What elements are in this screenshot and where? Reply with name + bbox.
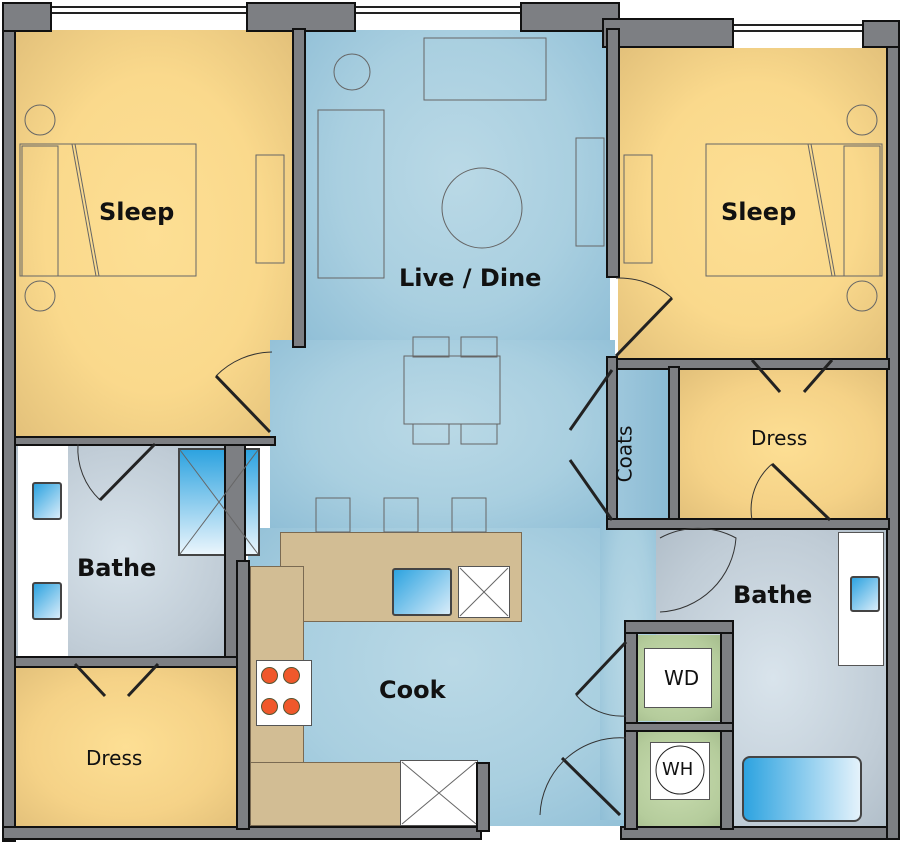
wall-top-right (602, 18, 734, 48)
wall-laundry-mid (624, 722, 734, 732)
door-sleep-right[interactable] (616, 278, 676, 358)
sink-right-icon (850, 576, 880, 612)
door-coats[interactable] (568, 370, 614, 520)
wall-dress-bathe (606, 518, 890, 530)
window-top-left (52, 6, 246, 14)
burner-icon (283, 698, 300, 715)
label-cook: Cook (379, 676, 446, 704)
door-laundry-wd[interactable] (574, 640, 628, 720)
label-coats: Coats (612, 425, 637, 483)
label-dress-right: Dress (751, 426, 808, 450)
kitchen-sink-icon (392, 568, 452, 616)
wall-laundry-top (624, 620, 734, 634)
bathtub-icon (742, 756, 862, 822)
label-bathe-left: Bathe (77, 554, 157, 582)
door-laundry-wh[interactable] (540, 736, 626, 826)
door-sleep-left[interactable] (214, 352, 274, 436)
label-dress-left: Dress (86, 746, 143, 770)
burner-icon (261, 667, 278, 684)
sink-left-upper-icon (32, 482, 62, 520)
label-bathe-right: Bathe (733, 581, 813, 609)
burner-icon (283, 667, 300, 684)
room-live-dine[interactable] (304, 30, 610, 350)
wall-live-sleep-right (606, 28, 620, 278)
wall-top-far-right (862, 20, 900, 48)
wall-sleep-left-live (292, 28, 306, 348)
wall-dress-left-right (236, 560, 250, 830)
room-dress-left[interactable] (14, 666, 238, 828)
label-live-dine: Live / Dine (399, 264, 542, 292)
door-bathe-right[interactable] (656, 532, 736, 616)
room-coats[interactable] (617, 370, 669, 520)
washer-dryer-icon (644, 648, 712, 708)
window-top-right (734, 24, 862, 32)
room-dress-right[interactable] (680, 370, 890, 520)
kitchen-counter-bottom (250, 762, 404, 826)
burner-icon (261, 698, 278, 715)
vanity-left (18, 446, 68, 656)
wall-sleep-left-bottom (14, 436, 276, 446)
water-heater-icon (650, 742, 710, 800)
window-top-center (356, 6, 520, 14)
room-sleep-left[interactable] (14, 30, 294, 438)
wall-fridge-right (476, 762, 490, 832)
sink-left-lower-icon (32, 582, 62, 620)
label-sleep-left: Sleep (99, 198, 175, 226)
label-wh: WH (662, 759, 694, 780)
label-wd: WD (664, 666, 700, 690)
wall-top-left (2, 2, 52, 32)
label-sleep-right: Sleep (721, 198, 797, 226)
